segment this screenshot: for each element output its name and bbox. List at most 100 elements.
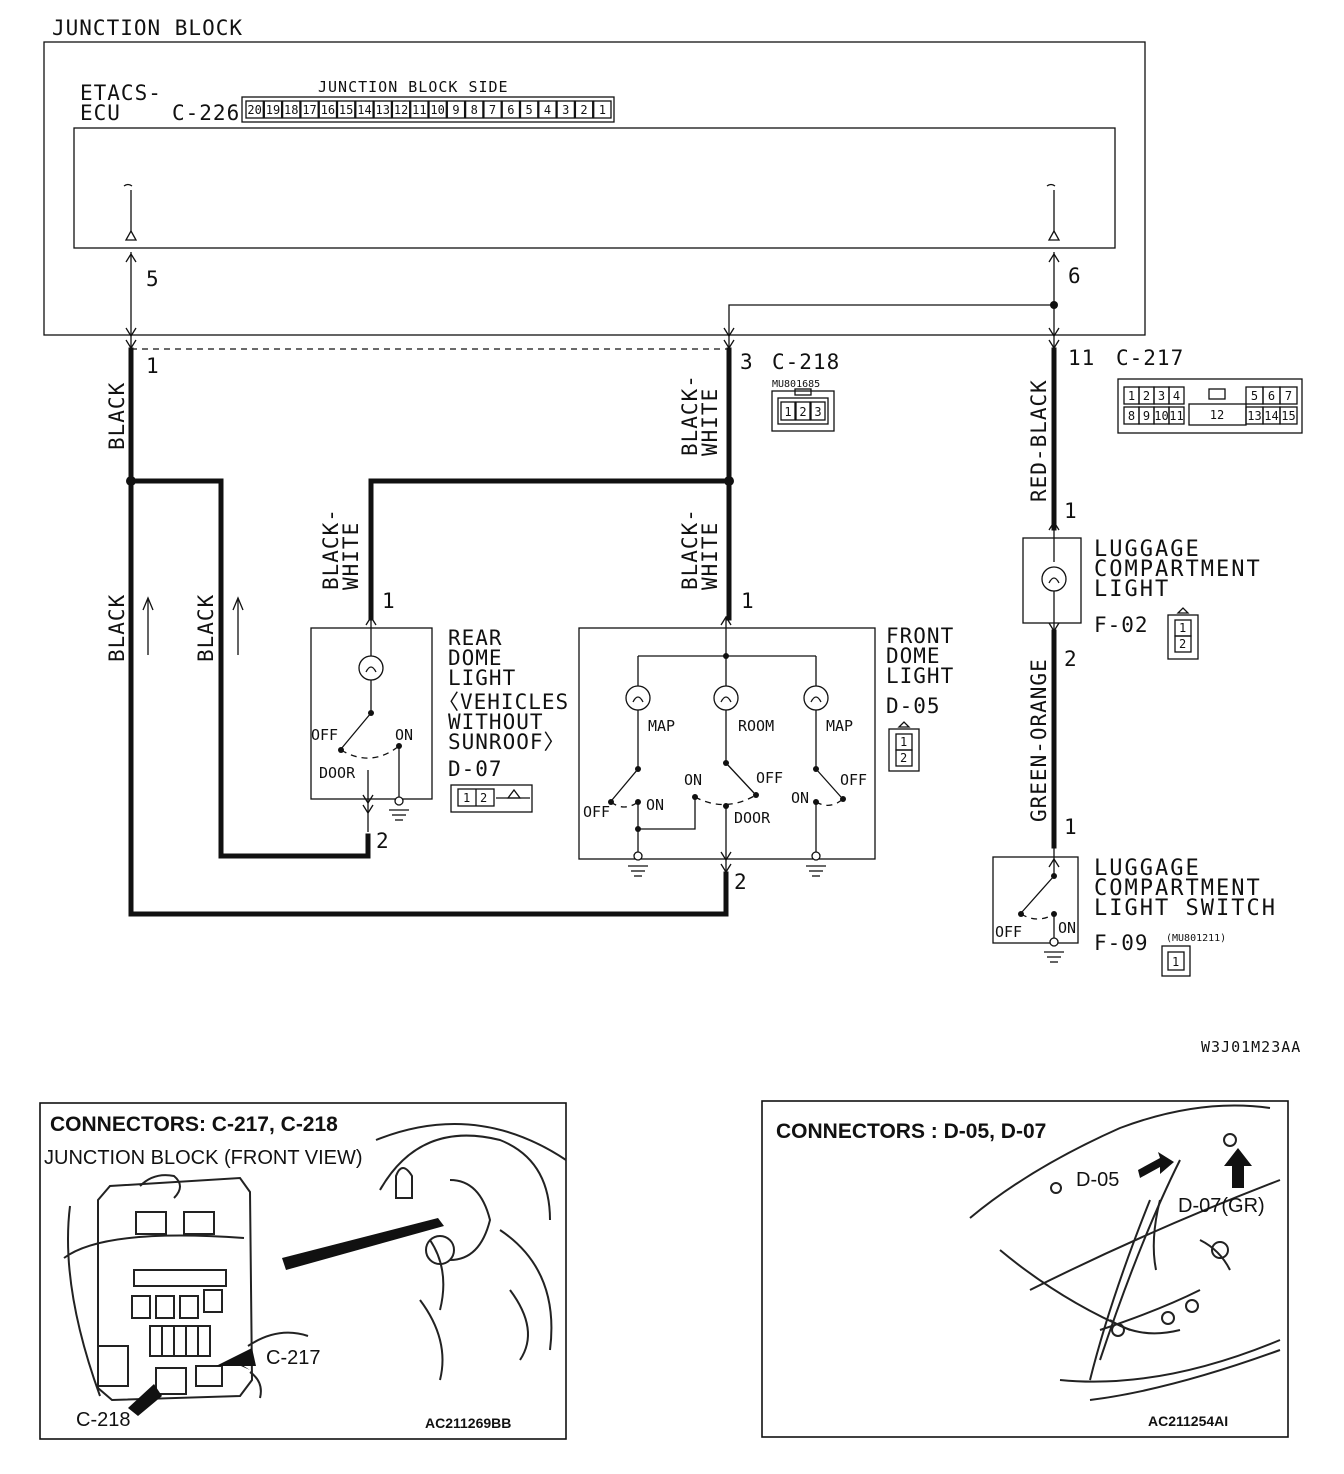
c226-pin-cell bbox=[538, 100, 557, 119]
c217-pin-cell bbox=[1279, 386, 1298, 405]
c217-pin-cell bbox=[1168, 386, 1185, 405]
roof-illustration bbox=[969, 1104, 1281, 1401]
c217-pin-label: 3 bbox=[1158, 389, 1165, 403]
panel-left-code: AC211269BB bbox=[425, 1415, 511, 1431]
c218-latch bbox=[794, 388, 812, 396]
c218-part-number: MU801685 bbox=[772, 379, 820, 390]
c226-pin-label: 14 bbox=[357, 103, 371, 117]
callout-c217: C-217 bbox=[266, 1347, 320, 1369]
panel-right-title: CONNECTORS : D-05, D-07 bbox=[776, 1120, 1046, 1143]
wire-label-bw-top-l1: BLACK- bbox=[678, 374, 702, 456]
luggage-switch-pin-1: 1 bbox=[1064, 815, 1078, 839]
front-dome-pin-1: 1 bbox=[741, 589, 755, 613]
c217-pin-label: 9 bbox=[1143, 409, 1150, 423]
wire-label-green-orange: GREEN-ORANGE bbox=[1027, 658, 1051, 822]
c226-pin-label: 19 bbox=[266, 103, 280, 117]
front-dome-map-left: MAP bbox=[648, 717, 675, 735]
c226-pin-label: 9 bbox=[452, 103, 459, 117]
c217-pin-label: 4 bbox=[1173, 389, 1180, 403]
c217-pin-label: 8 bbox=[1128, 409, 1135, 423]
panel-left-title: CONNECTORS: C-217, C-218 bbox=[50, 1113, 338, 1136]
front-dome-door: DOOR bbox=[734, 809, 771, 827]
luggage-switch-blade bbox=[1021, 875, 1055, 913]
panel-connectors-c217-c218: CONNECTORS: C-217, C-218 JUNCTION BLOCK … bbox=[39, 1102, 567, 1440]
c217-pin-label: 1 bbox=[1128, 389, 1135, 403]
luggage-switch-title-3: LIGHT SWITCH bbox=[1094, 896, 1277, 921]
front-dome-room: ROOM bbox=[738, 717, 774, 735]
c226-pin-cell bbox=[483, 100, 502, 119]
luggage-light: 1 2 LUGGAGE COMPARTMENT LIGHT F-02 1 2 bbox=[1022, 499, 1260, 671]
luggage-switch-on: ON bbox=[1058, 919, 1076, 937]
wire-label-bw-front-l1: BLACK- bbox=[678, 508, 702, 590]
rear-dome-on: ON bbox=[395, 726, 413, 744]
map-right-bulb-icon bbox=[803, 685, 829, 711]
panel-left-frame bbox=[39, 1102, 567, 1440]
ecu-pin5-internal bbox=[123, 183, 138, 241]
c217-pin-label: 5 bbox=[1251, 389, 1258, 403]
c217-pin-label: 13 bbox=[1247, 409, 1261, 423]
c218-label: C-218 bbox=[772, 350, 840, 374]
c218-pin-label: 2 bbox=[799, 405, 806, 419]
front-dome-on-left: ON bbox=[646, 796, 664, 814]
wire-label-bw-rear-l2: WHITE bbox=[339, 522, 363, 590]
f02-pin-1: 1 bbox=[1179, 621, 1186, 635]
c226-pin-label: 7 bbox=[489, 103, 496, 117]
c218-pin-label: 3 bbox=[814, 405, 821, 419]
c218-face bbox=[771, 390, 835, 432]
f02-connector-icon: 1 2 bbox=[1167, 607, 1199, 660]
c217-pin-label: 15 bbox=[1281, 409, 1295, 423]
c226-pin-cell bbox=[391, 100, 411, 119]
front-dome-off-mid: OFF bbox=[756, 769, 783, 787]
d05-label: D-05 bbox=[886, 694, 941, 718]
f02-pin-2: 2 bbox=[1179, 637, 1186, 651]
c217-latch bbox=[1208, 388, 1226, 400]
c217-pin-label: 7 bbox=[1285, 389, 1292, 403]
luggage-light-title-1: LUGGAGE bbox=[1094, 537, 1201, 562]
rear-dome-pin-2: 2 bbox=[376, 829, 390, 853]
junction-block-title: JUNCTION BLOCK bbox=[52, 16, 243, 40]
c218-pin-3: 3 bbox=[740, 350, 754, 374]
panel-left-subtitle: JUNCTION BLOCK (FRONT VIEW) bbox=[44, 1147, 363, 1169]
c226-pin-cell bbox=[336, 100, 356, 119]
panel-connectors-d05-d07: CONNECTORS : D-05, D-07 D-05 D-07(GR) AC… bbox=[761, 1100, 1289, 1438]
rear-dome-light: 1 2 OFF ON DOOR REAR DOME LIGHT 〈VEHICLE… bbox=[310, 589, 568, 853]
c226-pin-label: 2 bbox=[580, 103, 587, 117]
c226-pin-label: 3 bbox=[562, 103, 569, 117]
front-dome-pin-2: 2 bbox=[734, 870, 748, 894]
c226-pin-label: 6 bbox=[507, 103, 514, 117]
front-dome-on-right: ON bbox=[791, 789, 809, 807]
c226-connector-outline bbox=[241, 96, 615, 123]
figure-code: W3J01M23AA bbox=[1201, 1038, 1301, 1056]
c218-pin-cell bbox=[795, 401, 811, 421]
c226-pin-cell bbox=[281, 100, 301, 119]
callout-d07: D-07(GR) bbox=[1178, 1195, 1265, 1217]
c226-pin-label: 8 bbox=[471, 103, 478, 117]
dashboard-illustration bbox=[375, 1123, 567, 1381]
c226-pin-label: 1 bbox=[599, 103, 606, 117]
luggage-light-frame bbox=[1022, 537, 1082, 624]
front-dome-off-right: OFF bbox=[840, 771, 867, 789]
c217-pin-cell bbox=[1168, 406, 1185, 425]
luggage-switch: 1 OFF ON LUGGAGE COMPARTMENT LIGHT SWITC… bbox=[992, 815, 1277, 977]
ecu-box bbox=[73, 127, 1116, 249]
c217-pin-label: 10 bbox=[1154, 409, 1168, 423]
rear-dome-door: DOOR bbox=[319, 764, 356, 782]
c226-pin-label: 15 bbox=[339, 103, 353, 117]
c226-pin-cell bbox=[300, 100, 319, 119]
wire-label-black-top: BLACK bbox=[105, 382, 129, 450]
front-dome-title-3: LIGHT bbox=[886, 664, 954, 688]
c226-pin-label: 17 bbox=[302, 103, 316, 117]
c226-pin-label: 5 bbox=[526, 103, 533, 117]
luggage-light-pin-1: 1 bbox=[1064, 499, 1078, 523]
rear-dome-off: OFF bbox=[311, 726, 338, 744]
c218-pin-label: 1 bbox=[784, 405, 791, 419]
ecu-pin-6: 6 bbox=[1068, 264, 1082, 288]
c226-pin-cell bbox=[263, 100, 283, 119]
c226-label: C-226 bbox=[172, 101, 240, 125]
c217-pin-cell-wide bbox=[1188, 403, 1247, 426]
c226-pin-label: 18 bbox=[284, 103, 298, 117]
luggage-bulb-icon bbox=[1041, 566, 1067, 592]
c218-pin-1: 1 bbox=[146, 354, 160, 378]
wire-label-black-inner: BLACK bbox=[194, 594, 218, 662]
